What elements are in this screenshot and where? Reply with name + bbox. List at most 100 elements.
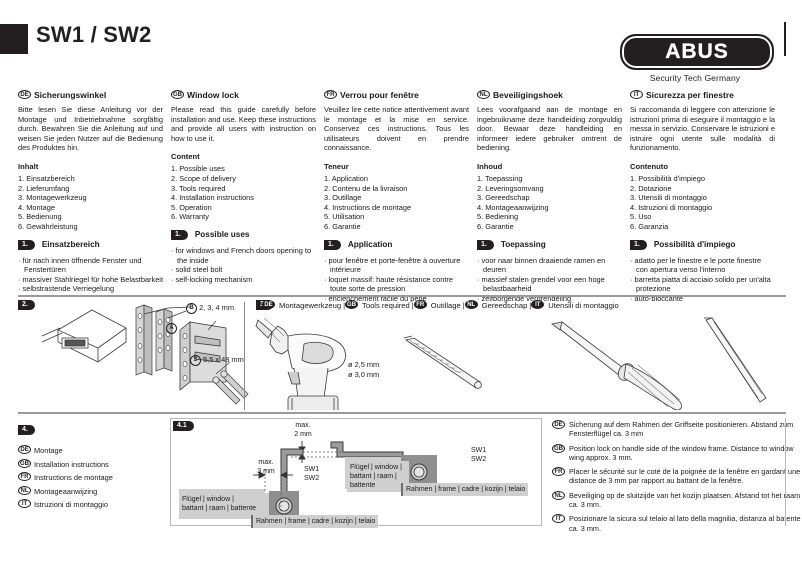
column-title-text: Beveiligingshoek [493,90,563,100]
note-it: IT Posizionare la sicura sul telaio al l… [552,514,802,533]
list-item: 2. Lieferumfang [18,183,70,193]
list-item: zelfborgende vergrendeling [477,294,622,304]
section-title: Application [347,239,393,249]
lang-badge-fr: FR [324,90,337,99]
lang-badge-gb: GB [345,300,359,309]
section-1-header: 1.Einsatzbereich [18,239,163,250]
section-1-bullets: für nach innen öffnende Fenster und Fens… [18,256,164,294]
lang-badge-gb: GB [171,90,184,99]
list-item: 4. Montage [18,202,55,212]
lang-badge-it: IT [531,300,545,309]
list-item: 5. Operation [171,202,212,212]
list-item: barretta piatta di acciaio solido per un… [630,275,775,294]
list-item: 4. Istruzioni di montaggio [630,202,713,212]
section-4-notes: DE Sicherung auf dem Rahmen der Griffsei… [552,420,802,538]
note-de: DE Sicherung auf dem Rahmen der Griffsei… [552,420,802,439]
contents-heading: Contenuto [630,161,668,171]
sw2-label: SW2 [471,455,487,463]
section-title: Einsatzbereich [41,239,100,249]
lang-badge-it: IT [18,499,31,508]
list-item: 5. Utilisation [324,212,365,222]
list-item: massief stalen grendel voor een hoge bel… [477,275,622,294]
section-1-header: 1.Toepassing [477,239,622,250]
wing-label-line2: battant | raam | battente [182,505,257,512]
list-item: for windows and French doors opening to … [171,246,316,265]
section-1-bullets: adatto per le finestre e le porte finest… [630,256,775,304]
wing-label-lower: Flügel | window | battant | raam | batte… [179,493,269,515]
lang-badge-de: DE [262,300,275,309]
section-4-title-fr: Instructions de montage [34,473,113,482]
list-item: 1. Einsatzbereich [18,173,75,183]
header-right-rule [784,22,786,56]
section-title: Toepassing [500,239,546,249]
list-item: solid steel bolt [171,265,316,275]
lang-badge-de: DE [552,420,565,429]
list-item: für nach innen öffnende Fenster und Fens… [18,256,163,275]
contents-heading: Inhalt [18,161,39,171]
section-2-number-badge: 2. [18,300,35,310]
dimension-top-line2: 2 mm [294,430,312,438]
list-item: voor naar binnen draaiende ramen en deur… [477,256,622,275]
column-intro-text: Lees voorafgaand aan de montage en ingeb… [477,105,622,153]
vertical-divider [244,302,245,410]
list-item: 1. Possibilità d'impiego [630,173,705,183]
list-item: enclenchement facile du pêne [324,294,469,304]
lang-badge-nl: NL [477,90,490,99]
drill-bit-size-2: ø 3,0 mm [348,370,380,379]
list-item: adatto per le finestre e le porte finest… [630,256,775,275]
section-3-title-it: Utensili di montaggio [548,301,619,310]
lang-badge-fr: FR [552,467,565,477]
list-item: 3. Montagewerkzeug [18,193,87,203]
list-item: 2. Leveringsomvang [477,183,544,193]
horizontal-divider-1 [18,295,786,297]
sw1-label: SW1 [471,447,487,454]
wing-label-line1: Flügel | window | [182,496,234,503]
list-item: loquet massif: haute résistance contre t… [324,275,469,294]
section-1-header: 1.Possibilità d'impiego [630,239,775,250]
list-item: 4. Installation instructions [171,193,254,203]
contents-list: 1. Application 2. Contenu de la livraiso… [324,174,469,232]
lang-badge-de: DE [18,90,31,99]
dimension-left-line1: max. [258,459,274,466]
lang-badge-gb: GB [18,458,31,468]
list-item: 6. Garantie [324,221,361,231]
note-nl: NL Beveiliging op de sluitzijde van het … [552,490,802,510]
list-item: 6. Gewährleistung [18,221,78,231]
note-text: Sicherung auf dem Rahmen der Griffseite … [569,420,794,439]
dimension-top-line1: max. [295,422,311,429]
dimension-top-label: max. 2 mm [283,422,323,439]
note-text: Position lock on handle side of the wind… [569,443,794,462]
note-text: Placer le sécurité sur le coté de la poi… [569,467,801,486]
section-4-title-nl: Montageaanwijzing [34,486,98,496]
dimension-left-label: max. 3 mm [243,459,289,476]
list-item: massiver Stahlriegel für hohe Belastbark… [18,275,164,285]
section-4-title-gb: Installation instructions [34,459,109,469]
section-1-bullets: for windows and French doors opening to … [171,246,316,284]
section-4-1-number-badge: 4.1 [173,421,194,431]
label-s-text: 5,5 x 48 mm [203,355,244,364]
lang-badge-de: DE [18,445,31,454]
contents-heading: Content [171,152,200,162]
column-title-text: Sicurezza per finestre [646,90,734,100]
list-item: selbstrastende Verriegelung [18,284,163,294]
lang-badge-fr: FR [18,472,31,481]
column-intro-text: Si raccomanda di leggere con attenzione … [630,105,775,153]
contents-heading: Teneur [324,161,349,171]
wing-label-line3: battente [350,482,376,489]
note-fr: FR Placer le sécurité sur le coté de la … [552,467,802,486]
list-item: 3. Outillage [324,193,362,203]
list-item: 5. Bediening [477,212,519,222]
label-b-group: B 2, 3, 4 mm [186,303,234,314]
